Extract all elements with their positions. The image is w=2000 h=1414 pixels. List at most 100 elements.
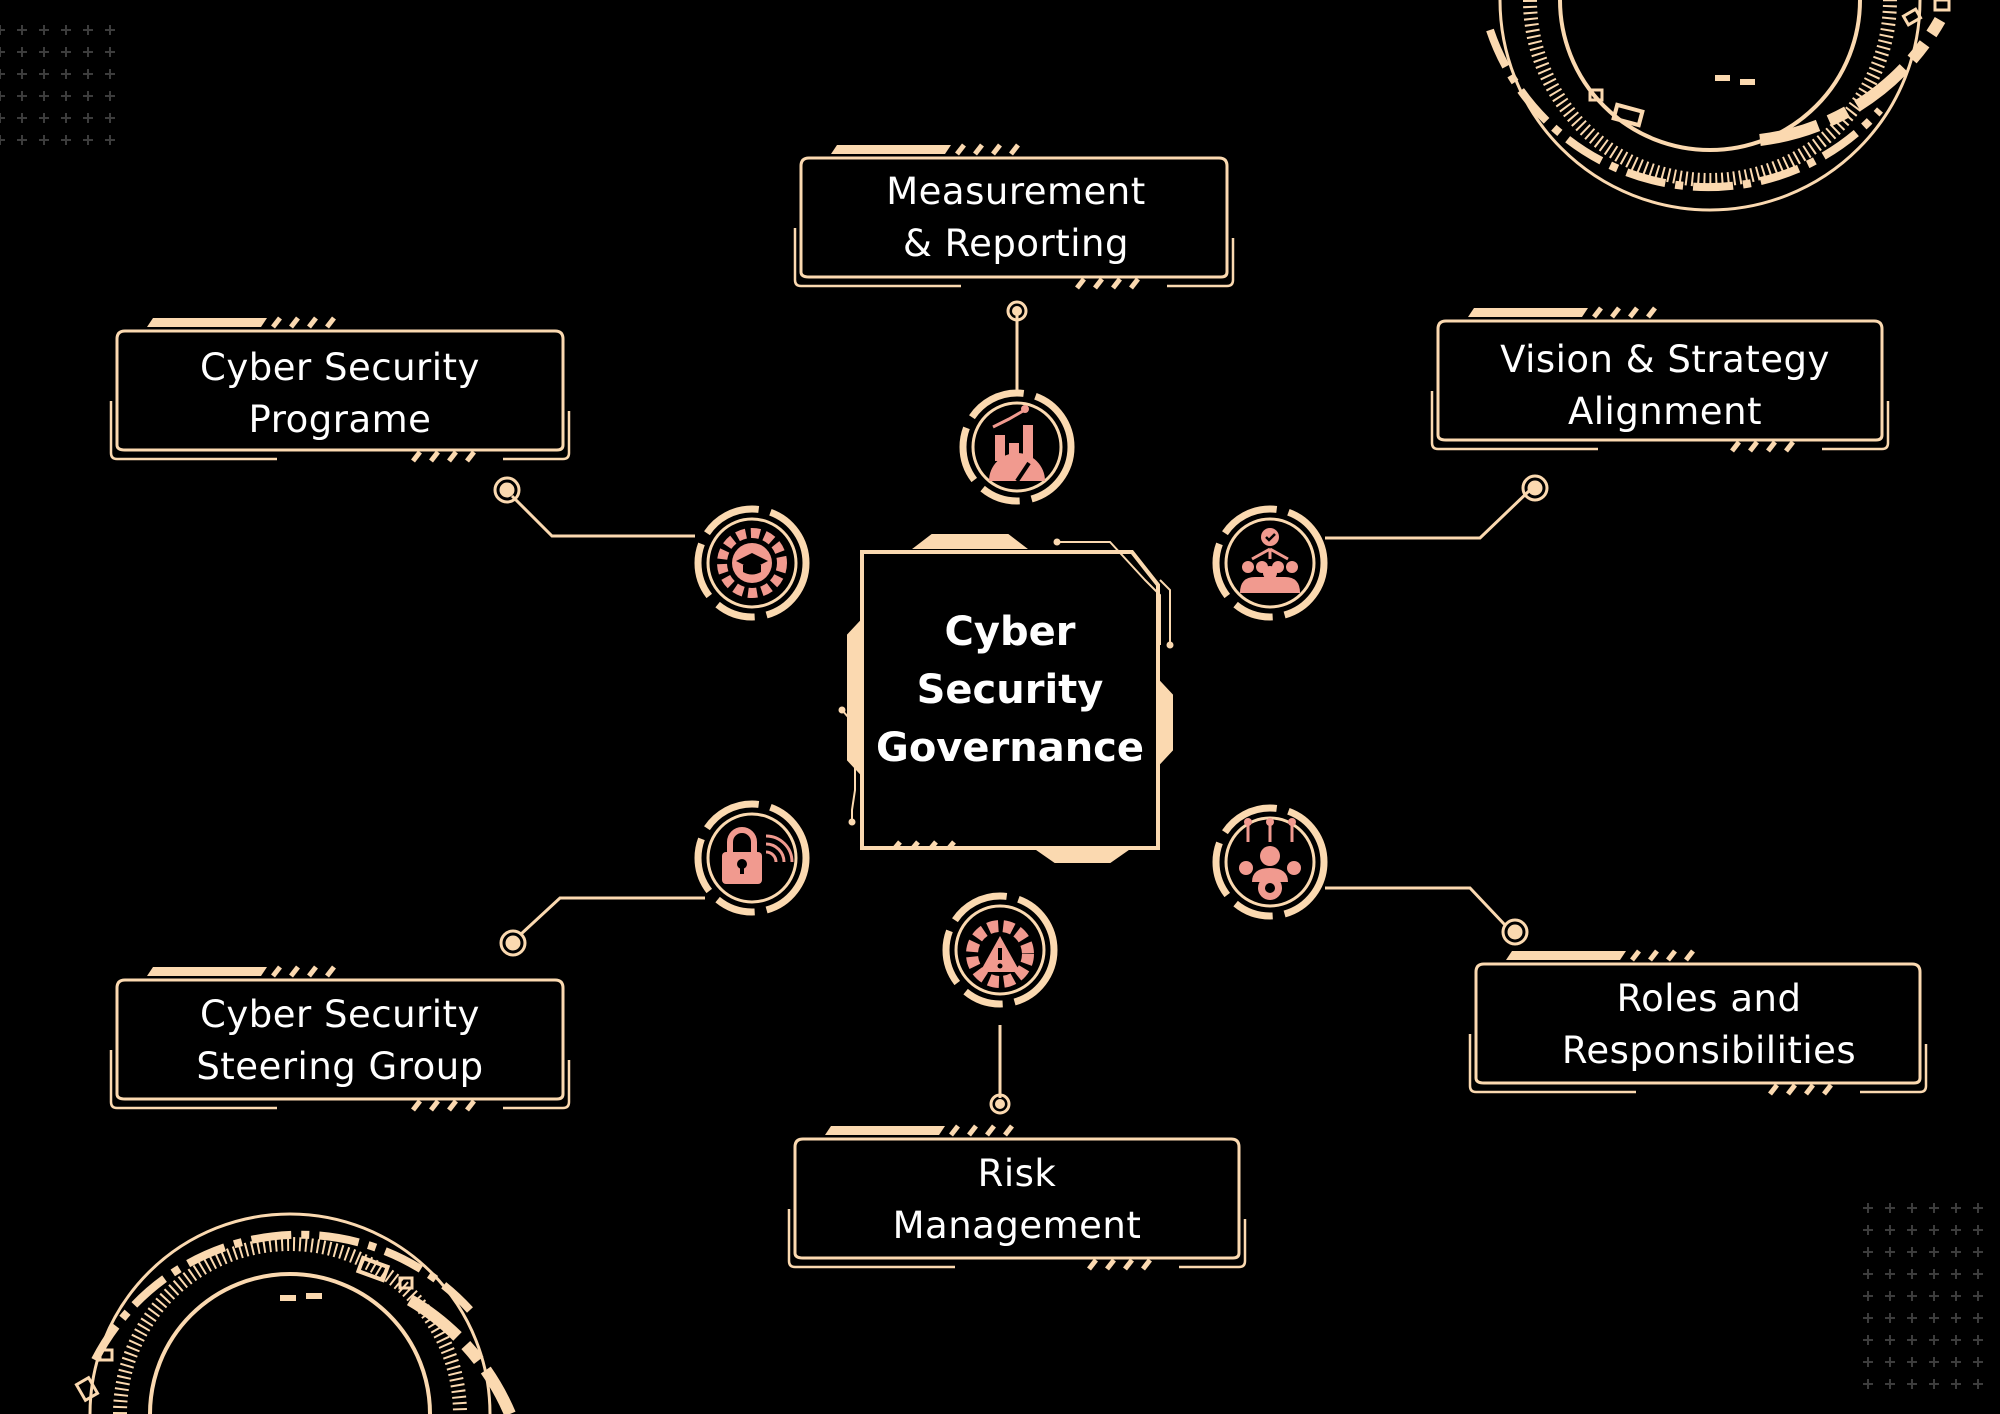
label-frame-measurement [793, 143, 1235, 290]
node-label-line: Management [892, 1203, 1142, 1247]
dot-mark [16, 90, 28, 102]
dot-mark [1950, 1312, 1962, 1324]
node-label-line: Cyber Security [200, 345, 480, 389]
connector-programe [510, 494, 695, 538]
dot-mark [1906, 1290, 1918, 1302]
node-label-line: Risk [977, 1151, 1057, 1195]
team-hierarchy-icon [1212, 505, 1328, 621]
dot-mark [1950, 1334, 1962, 1346]
dot-mark [1884, 1224, 1896, 1236]
dot-mark [1862, 1312, 1874, 1324]
dot-mark [1972, 1290, 1984, 1302]
dot-mark [1884, 1356, 1896, 1368]
dot-mark [0, 112, 6, 124]
dot-mark [1884, 1268, 1896, 1280]
label-frame-steering [109, 965, 571, 1112]
dot-mark [1950, 1290, 1962, 1302]
node-label-steering: Cyber Security Steering Group [117, 988, 563, 1093]
dot-mark [0, 24, 6, 36]
dot-mark [82, 68, 94, 80]
dot-mark [104, 134, 116, 146]
dot-mark [0, 90, 6, 102]
node-label-vision: Vision & Strategy Alignment [1440, 333, 1890, 438]
connector-vision [1325, 488, 1532, 540]
node-label-roles: Roles and Responsibilities [1478, 972, 1940, 1077]
dot-mark [1972, 1378, 1984, 1390]
decorative-hud-ring-bottom-left [74, 1212, 516, 1414]
dot-mark [0, 68, 6, 80]
connector-roles [1325, 886, 1507, 927]
dot-mark [1906, 1378, 1918, 1390]
dot-mark [1862, 1268, 1874, 1280]
decorative-dot-grid-bottom-right [1862, 1202, 1984, 1390]
dot-mark [0, 46, 6, 58]
dot-mark [38, 112, 50, 124]
dot-mark [1950, 1246, 1962, 1258]
dot-mark [104, 112, 116, 124]
dot-mark [1972, 1356, 1984, 1368]
node-label-risk: Risk Management [795, 1147, 1239, 1252]
dot-mark [1884, 1202, 1896, 1214]
dot-mark [60, 24, 72, 36]
decorative-hud-ring-top-right [1486, 0, 1951, 212]
label-frame-vision [1430, 306, 1890, 453]
dot-mark [1884, 1290, 1896, 1302]
dot-mark [1972, 1202, 1984, 1214]
dot-mark [1950, 1268, 1962, 1280]
chart-gauge-icon [959, 389, 1075, 505]
dot-mark [60, 90, 72, 102]
dot-mark [0, 134, 6, 146]
dot-mark [38, 24, 50, 36]
dot-mark [16, 68, 28, 80]
dot-mark [1950, 1356, 1962, 1368]
node-label-line: Programe [248, 397, 432, 441]
dot-mark [1928, 1224, 1940, 1236]
dot-mark [1972, 1246, 1984, 1258]
dot-mark [38, 68, 50, 80]
dot-mark [38, 134, 50, 146]
dot-mark [16, 134, 28, 146]
dot-mark [1928, 1246, 1940, 1258]
dot-mark [1884, 1334, 1896, 1346]
center-title: Cyber Security Governance [860, 595, 1160, 785]
dot-mark [1862, 1224, 1874, 1236]
label-frame-roles [1468, 949, 1928, 1096]
connector-steering [518, 896, 705, 937]
people-gear-icon [1212, 804, 1328, 920]
dot-mark [1928, 1356, 1940, 1368]
node-label-line: & Reporting [903, 221, 1129, 265]
gear-warning-icon [942, 892, 1058, 1008]
label-frame-risk [787, 1124, 1247, 1271]
node-label-line: Responsibilities [1561, 1028, 1857, 1072]
dot-mark [82, 24, 94, 36]
node-label-line: Alignment [1567, 389, 1763, 433]
dot-mark [60, 68, 72, 80]
dot-mark [1884, 1378, 1896, 1390]
dot-mark [1862, 1290, 1874, 1302]
lock-wireless-icon [694, 800, 810, 916]
dot-mark [1950, 1202, 1962, 1214]
dot-mark [104, 90, 116, 102]
dot-mark [1862, 1334, 1874, 1346]
dot-mark [1928, 1312, 1940, 1324]
dot-mark [1972, 1224, 1984, 1236]
dot-mark [1906, 1334, 1918, 1346]
center-title-line-3: Governance [875, 725, 1145, 771]
dot-mark [1950, 1378, 1962, 1390]
dot-mark [38, 90, 50, 102]
dot-mark [1928, 1202, 1940, 1214]
node-label-line: Cyber Security [200, 992, 480, 1036]
node-label-line: Measurement [886, 169, 1146, 213]
dot-mark [1862, 1356, 1874, 1368]
decorative-dot-grid-top-left [0, 24, 116, 146]
dot-mark [16, 24, 28, 36]
dot-mark [1906, 1246, 1918, 1258]
central-box [838, 534, 1174, 863]
dot-mark [82, 134, 94, 146]
dot-mark [1972, 1312, 1984, 1324]
dot-mark [1928, 1378, 1940, 1390]
node-label-line: Roles and [1616, 976, 1802, 1020]
node-label-line: Vision & Strategy [1500, 337, 1830, 381]
dot-mark [1862, 1378, 1874, 1390]
